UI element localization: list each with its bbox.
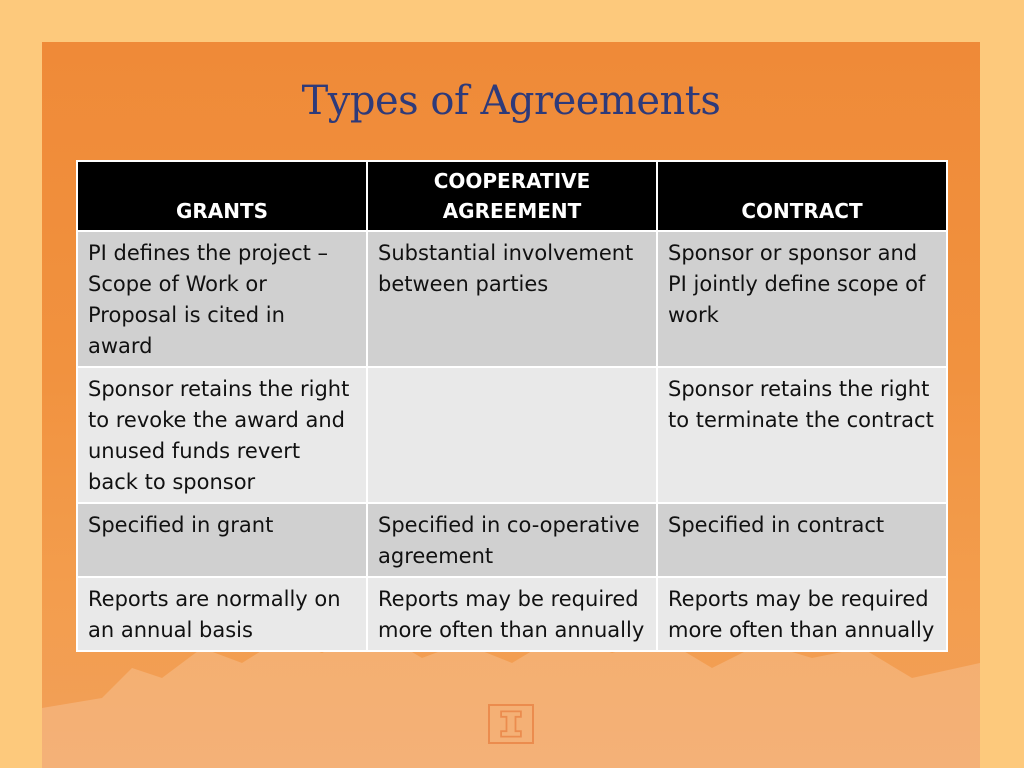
cell-grants: Reports are normally on an annual basis <box>76 576 368 652</box>
agreements-table: GRANTS COOPERATIVE AGREEMENT CONTRACT PI… <box>76 160 948 652</box>
header-grants: GRANTS <box>76 160 368 232</box>
cell-cooperative-agreement: Specified in co-operative agreement <box>366 502 658 578</box>
cell-grants: PI defines the project – Scope of Work o… <box>76 230 368 368</box>
cell-contract: Reports may be required more often than … <box>656 576 948 652</box>
campus-silhouette-image <box>42 628 980 768</box>
cell-contract: Sponsor retains the right to terminate t… <box>656 366 948 504</box>
table-row: PI defines the project – Scope of Work o… <box>76 230 948 368</box>
block-i-logo-icon <box>488 704 534 744</box>
slide: Types of Agreements GRANTS COOPERATIVE A… <box>42 42 980 768</box>
slide-title: Types of Agreements <box>301 78 721 124</box>
table-header-row: GRANTS COOPERATIVE AGREEMENT CONTRACT <box>76 160 948 232</box>
table-row: Specified in grant Specified in co-opera… <box>76 502 948 578</box>
cell-contract: Sponsor or sponsor and PI jointly define… <box>656 230 948 368</box>
cell-grants: Sponsor retains the right to revoke the … <box>76 366 368 504</box>
header-contract: CONTRACT <box>656 160 948 232</box>
cell-cooperative-agreement: Reports may be required more often than … <box>366 576 658 652</box>
cell-grants: Specified in grant <box>76 502 368 578</box>
header-cooperative-agreement: COOPERATIVE AGREEMENT <box>366 160 658 232</box>
agreements-table-container: GRANTS COOPERATIVE AGREEMENT CONTRACT PI… <box>76 160 948 652</box>
table-row: Reports are normally on an annual basis … <box>76 576 948 652</box>
table-row: Sponsor retains the right to revoke the … <box>76 366 948 504</box>
cell-contract: Specified in contract <box>656 502 948 578</box>
cell-cooperative-agreement: Substantial involvement between parties <box>366 230 658 368</box>
cell-cooperative-agreement <box>366 366 658 504</box>
